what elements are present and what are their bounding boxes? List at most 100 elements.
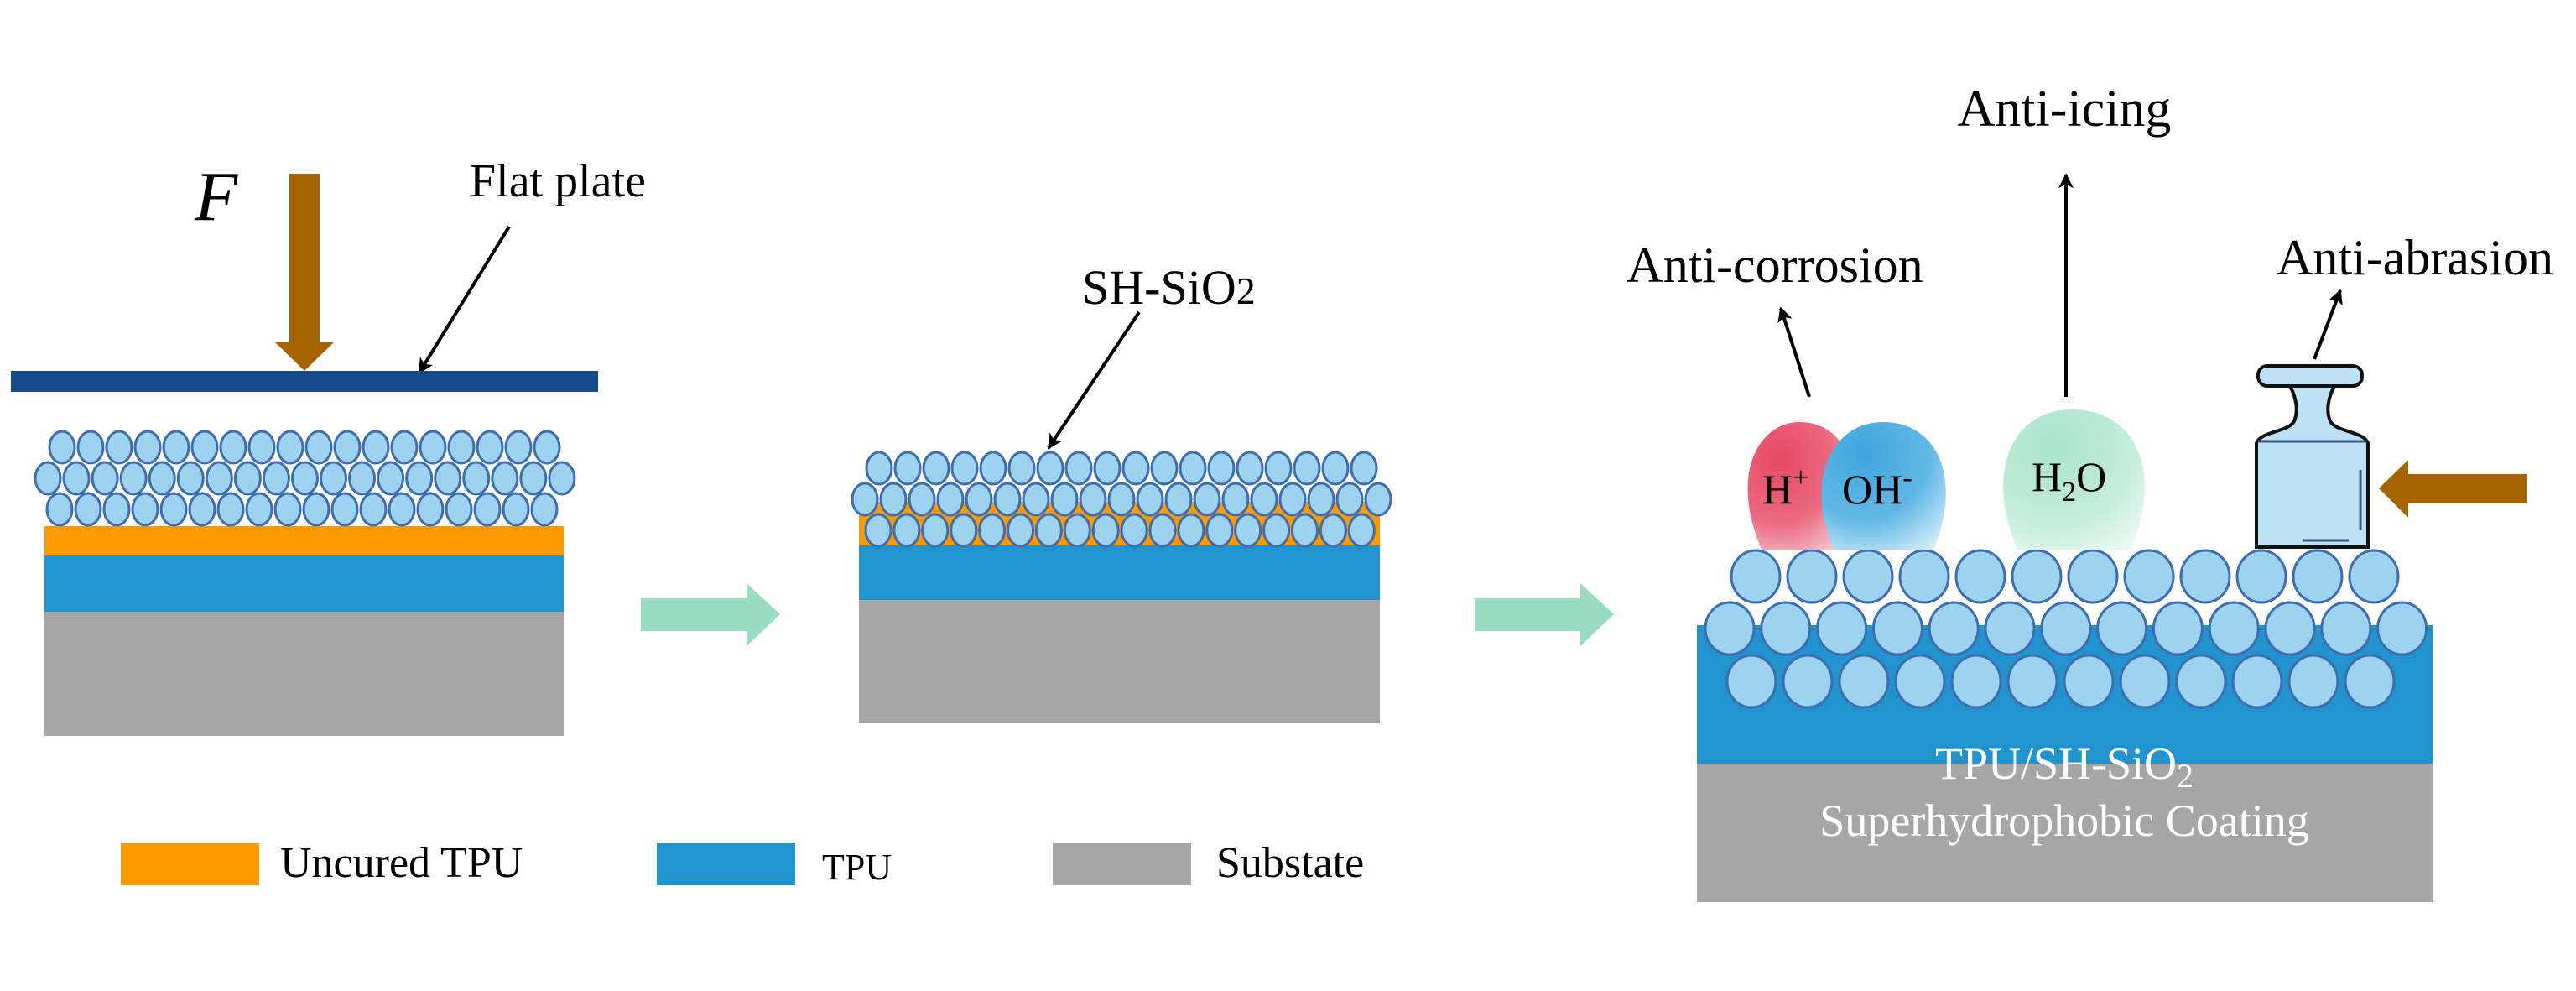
sio2-particle: [979, 451, 1007, 486]
sio2-particle: [1093, 451, 1121, 486]
anti-corrosion-label: Anti-corrosion: [1626, 237, 1923, 293]
sio2-particle: [2006, 654, 2058, 709]
legend: Uncured TPU TPU Substate: [121, 839, 1364, 888]
weight-icon: [2255, 364, 2370, 549]
sh-sio2-pointer: [1047, 310, 1141, 450]
sio2-particle: [2152, 601, 2204, 656]
sio2-particle: [2040, 601, 2092, 656]
sio2-particle: [922, 451, 950, 486]
sio2-particle: [978, 513, 1007, 548]
sio2-particle: [993, 482, 1022, 517]
sio2-particle: [1871, 601, 1923, 656]
sio2-particle: [159, 492, 188, 527]
sio2-particle: [1278, 482, 1307, 517]
sio2-particle: [851, 482, 879, 517]
water-droplet: [2003, 409, 2145, 550]
sio2-particle: [74, 492, 102, 527]
sio2-particle: [950, 513, 978, 548]
sio2-particle: [908, 482, 936, 517]
sio2-particle: [362, 430, 390, 465]
sio2-particle: [1760, 601, 1812, 656]
sio2-particle: [1262, 513, 1291, 548]
sio2-particle: [1894, 654, 1946, 709]
sio2-particle: [1730, 549, 1782, 604]
sio2-particle: [2011, 549, 2063, 604]
sio2-particle: [447, 430, 476, 465]
sio2-particle: [330, 492, 359, 527]
sio2-particle: [548, 461, 576, 496]
sio2-particle: [533, 430, 561, 465]
force-arrow-icon: [275, 174, 334, 371]
sio2-particle: [1036, 451, 1064, 486]
sio2-particle: [1079, 482, 1107, 517]
sio2-particle: [1321, 451, 1350, 486]
abrasion-force-arrow-icon: [2379, 460, 2527, 518]
flat-plate: [11, 371, 598, 392]
sio2-particle: [2320, 601, 2372, 656]
sio2-particle: [205, 461, 233, 496]
sio2-particle: [1022, 482, 1050, 517]
sio2-particle: [2344, 654, 2396, 709]
coating-label-line1: TPU/SH-SiO2: [1935, 738, 2194, 795]
sio2-particle: [892, 513, 921, 548]
substrate-layer: [44, 612, 564, 736]
sio2-particles: [851, 451, 1392, 548]
sio2-particle: [1898, 549, 1950, 604]
sio2-particle: [262, 461, 290, 496]
sio2-particle: [879, 482, 908, 517]
sio2-particle: [2292, 549, 2344, 604]
sio2-particle: [188, 492, 216, 527]
sio2-particle: [2119, 654, 2171, 709]
sio2-particle: [1307, 482, 1335, 517]
sh-sio2-label: SH-SiO2: [1082, 260, 1256, 315]
sio2-particle: [1950, 654, 2002, 709]
sio2-particle: [1364, 482, 1392, 517]
sio2-particle: [965, 482, 993, 517]
sio2-particle: [176, 461, 205, 496]
sio2-particle: [62, 461, 91, 496]
sio2-particle: [131, 492, 159, 527]
sio2-particle: [2348, 549, 2400, 604]
step1-group: F Flat plate: [11, 155, 646, 736]
sio2-particle: [893, 451, 922, 486]
sio2-particle: [950, 451, 979, 486]
sio2-particle: [34, 461, 62, 496]
sio2-particle: [302, 492, 330, 527]
coating-label-line2: Superhydrophobic Coating: [1819, 795, 2308, 846]
oh-ion-droplet: [1821, 422, 1946, 550]
sio2-particle: [1050, 482, 1079, 517]
sio2-particle: [1193, 482, 1221, 517]
sio2-particle: [1034, 513, 1063, 548]
sio2-particle: [530, 492, 559, 527]
legend-label-substrate: Substate: [1216, 839, 1364, 887]
sio2-particle: [1842, 549, 1894, 604]
sio2-particle: [233, 461, 262, 496]
sio2-particle: [359, 492, 388, 527]
sio2-particle: [1236, 451, 1264, 486]
sio2-particle: [348, 461, 377, 496]
sio2-particle: [1293, 451, 1321, 486]
sio2-particle: [405, 461, 434, 496]
sio2-particle: [2264, 601, 2316, 656]
sio2-particle: [1838, 654, 1890, 709]
sio2-particle: [333, 430, 362, 465]
uncured-tpu-layer: [44, 526, 564, 555]
sio2-particle: [2179, 549, 2231, 604]
sio2-particle: [1350, 451, 1378, 486]
sio2-particle: [1063, 513, 1091, 548]
sio2-particle: [304, 430, 333, 465]
process-arrow-icon: [1475, 583, 1614, 646]
sio2-particle: [416, 492, 445, 527]
sio2-particle: [491, 461, 519, 496]
sio2-particle: [1148, 513, 1177, 548]
sio2-particle: [1064, 451, 1093, 486]
sio2-particle: [2175, 654, 2227, 709]
sio2-particle: [2376, 601, 2428, 656]
sio2-particle: [247, 430, 276, 465]
sio2-particle: [1250, 482, 1278, 517]
sio2-particle: [1786, 549, 1838, 604]
sio2-particle: [133, 430, 162, 465]
legend-swatch-tpu: [657, 843, 795, 885]
sio2-particle: [473, 492, 502, 527]
sio2-particle: [290, 461, 319, 496]
